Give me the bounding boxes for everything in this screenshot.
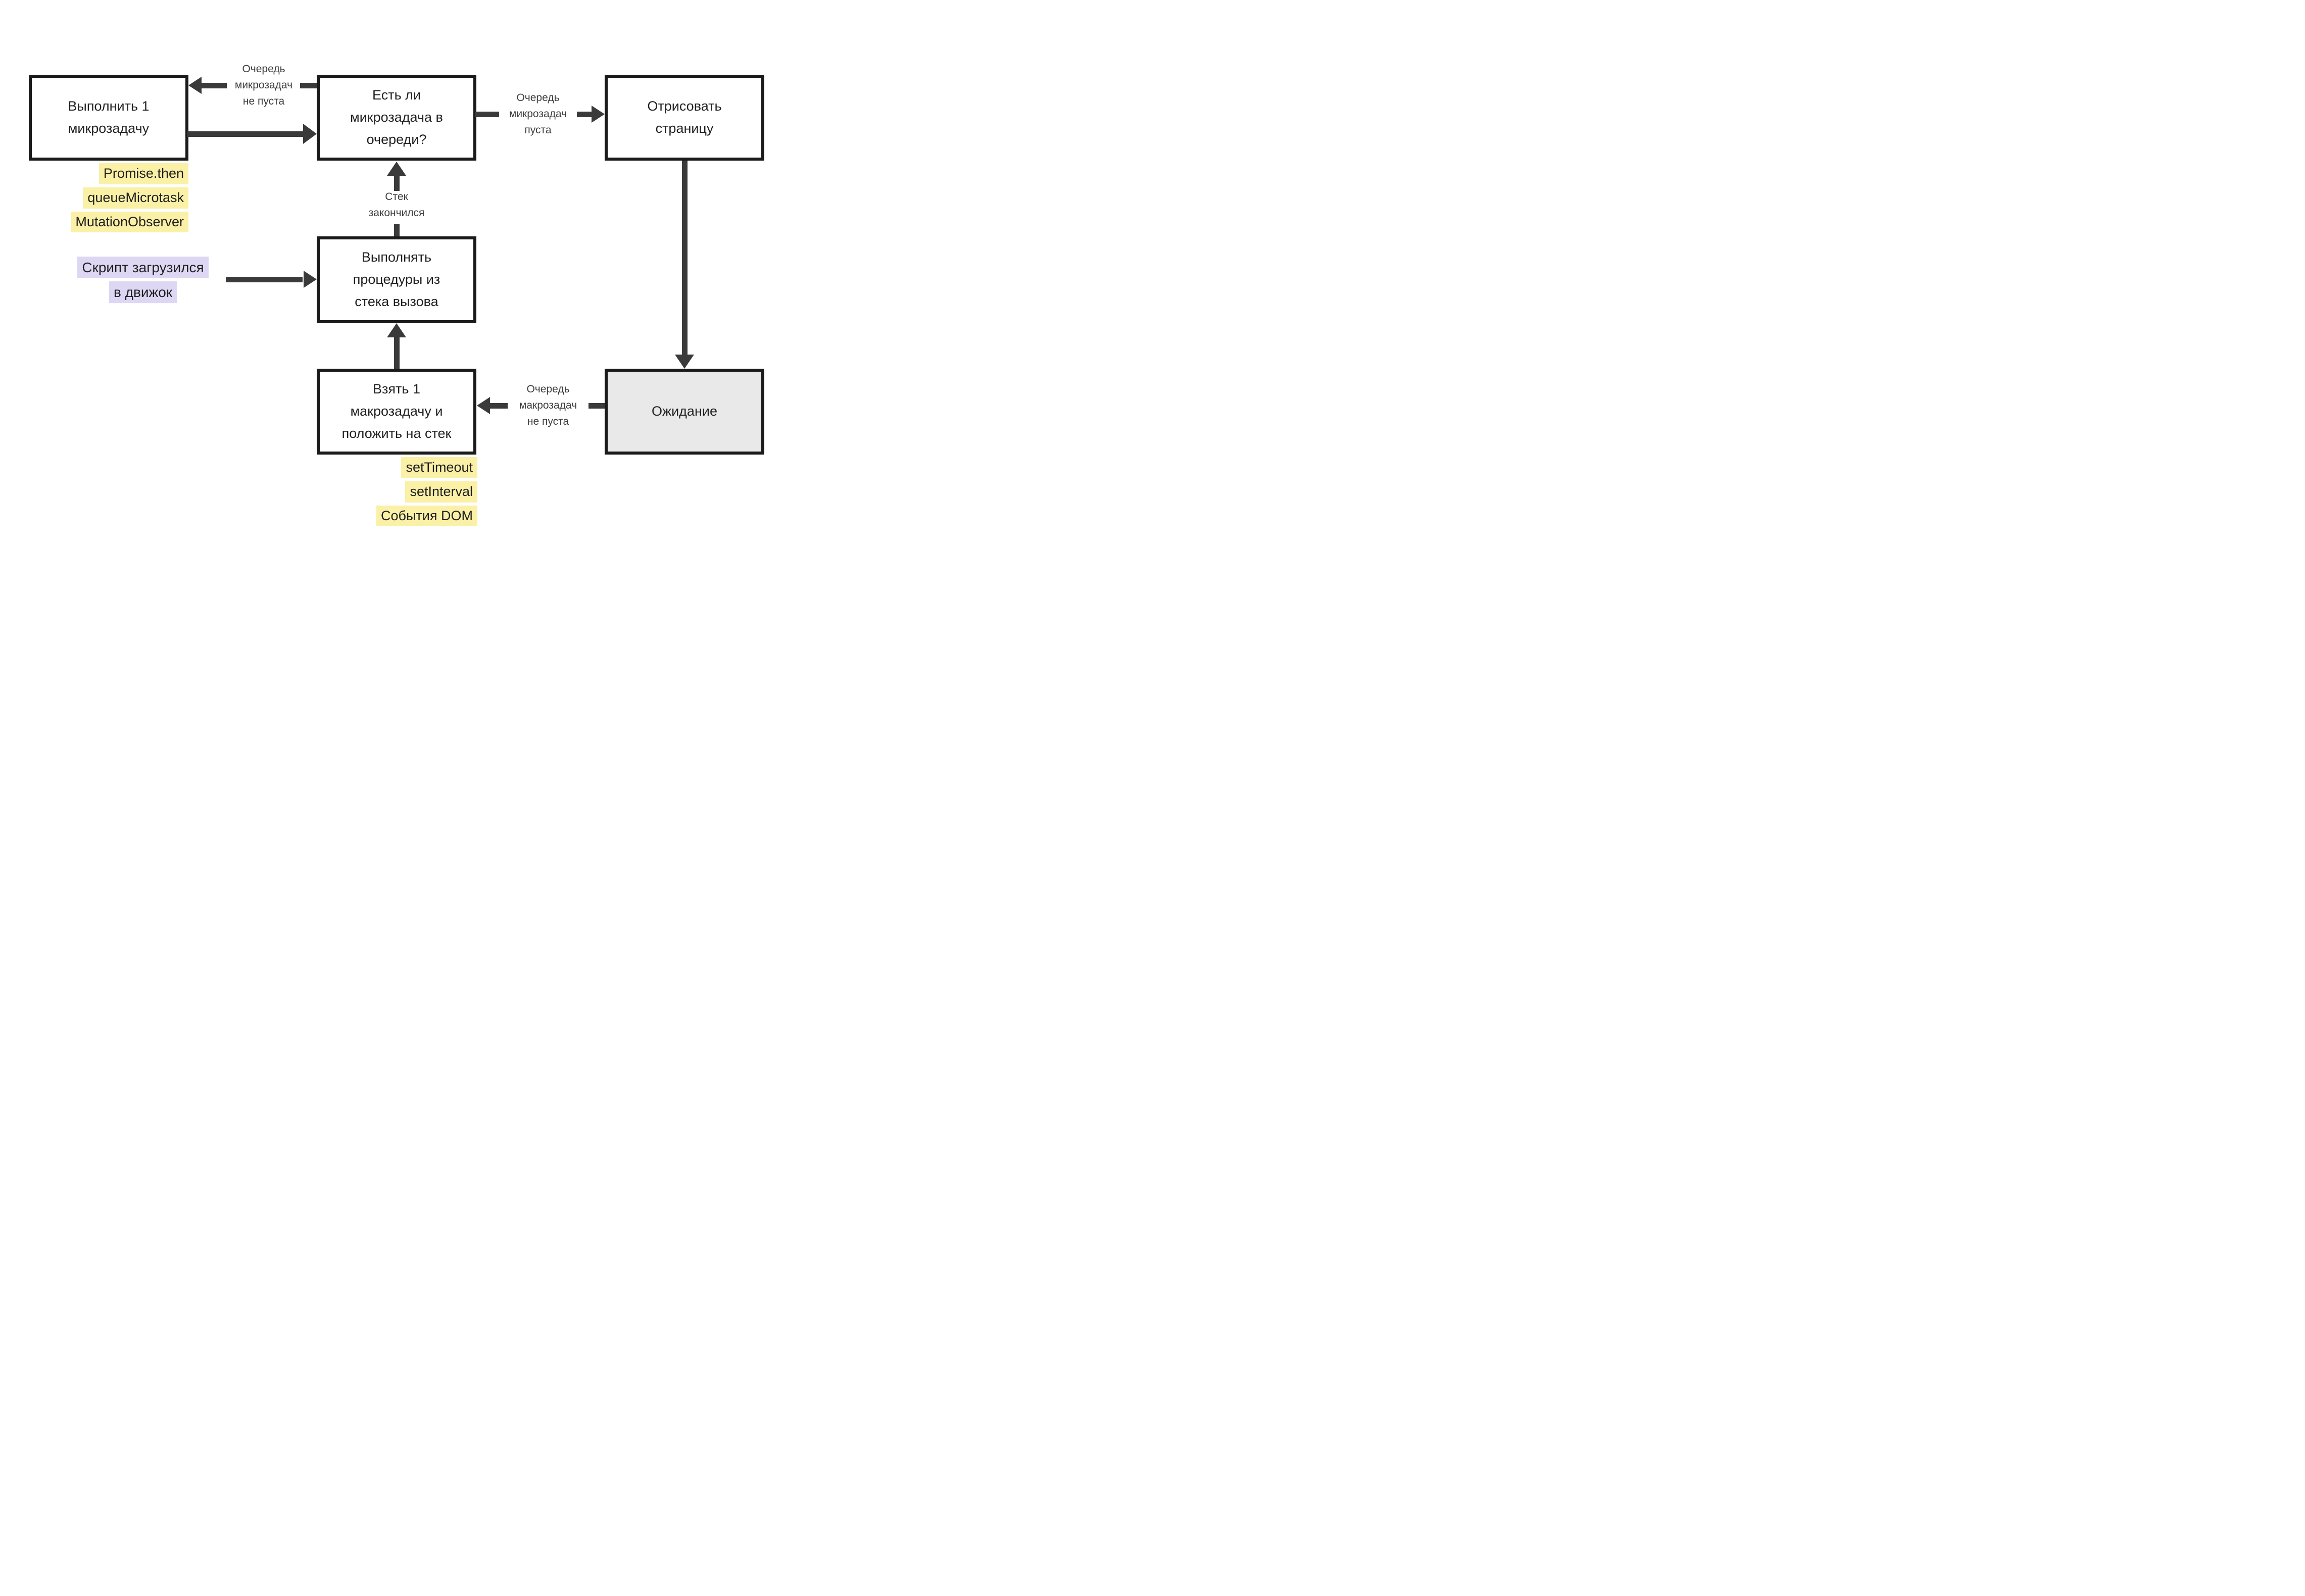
event-loop-flowchart: Выполнить 1 микрозадачу Есть ли микрозад… (0, 0, 778, 538)
node-line: Ожидание (652, 404, 717, 419)
arrow-waiting-to-macrotask-line (490, 403, 508, 409)
annotation-microtask-sources: Promise.then queueMicrotask MutationObse… (29, 162, 188, 234)
edge-label-line: Очередь (516, 92, 560, 104)
node-line: макрозадачу и (350, 404, 443, 419)
annotation-script-loaded: Скрипт загрузился в движок (62, 255, 224, 305)
edge-label-line: закончился (368, 207, 425, 219)
arrow-macrotask-to-stack-line (394, 336, 400, 369)
node-execute-microtask: Выполнить 1 микрозадачу (29, 75, 188, 161)
annotation-line: События DOM (376, 505, 477, 527)
arrow-question-to-render-line (577, 112, 592, 117)
node-line: стека вызова (355, 293, 438, 309)
node-render-page: Отрисовать страницу (605, 75, 764, 161)
node-line: Взять 1 (373, 381, 420, 397)
arrow-question-to-render-stub (475, 112, 499, 117)
arrow-waiting-to-macrotask-stub (588, 403, 605, 409)
annotation-line: queueMicrotask (83, 187, 188, 209)
node-line: микрозадачу (68, 121, 150, 136)
edge-label-line: не пуста (527, 415, 569, 427)
edge-label-line: Очередь (526, 383, 570, 395)
annotation-line: Скрипт загрузился (77, 257, 209, 278)
arrow-stack-to-question-line (394, 176, 400, 191)
node-waiting: Ожидание (605, 369, 764, 455)
node-line: Отрисовать (647, 98, 722, 114)
edge-label-stack-finished: Стек закончился (354, 189, 439, 221)
edge-label-microtask-queue-not-empty: Очередь микрозадач не пуста (218, 61, 309, 110)
node-has-microtask-question: Есть ли микрозадача в очереди? (317, 75, 476, 161)
edge-label-line: макрозадач (519, 399, 577, 411)
arrow-stack-to-question-stub (394, 224, 400, 236)
annotation-line: setInterval (405, 481, 477, 503)
node-line: страницу (655, 121, 714, 136)
annotation-line: Promise.then (99, 163, 188, 184)
arrow-render-to-waiting-head (675, 355, 694, 369)
edge-label-line: не пуста (242, 95, 285, 107)
node-line: положить на стек (341, 425, 452, 441)
edge-label-microtask-queue-empty: Очередь микрозадач пуста (491, 90, 585, 138)
edge-label-macrotask-queue-not-empty: Очередь макрозадач не пуста (501, 381, 595, 430)
annotation-line: в движок (109, 281, 177, 303)
arrow-execute-to-question-head (303, 124, 317, 144)
node-run-call-stack: Выполнять процедуры из стека вызова (317, 236, 476, 323)
arrow-render-to-waiting-line (682, 161, 688, 355)
arrow-waiting-to-macrotask-head (477, 397, 490, 414)
node-line: микрозадача в (350, 110, 443, 125)
arrow-to-execute-microtask-stub (300, 83, 317, 88)
arrow-execute-to-question-line (187, 131, 305, 137)
arrow-stack-to-question-head (387, 162, 406, 176)
arrow-script-to-stack-head (304, 271, 317, 288)
annotation-line: setTimeout (401, 457, 477, 478)
edge-label-line: микрозадач (234, 79, 293, 91)
edge-label-line: Стек (385, 191, 408, 203)
node-line: Выполнять (361, 250, 432, 265)
arrow-to-execute-microtask-line (201, 83, 227, 88)
node-line: процедуры из (353, 272, 440, 287)
edge-label-line: микрозадач (509, 108, 567, 120)
arrow-script-to-stack-line (226, 277, 303, 282)
node-line: очереди? (366, 131, 427, 147)
edge-label-line: пуста (524, 124, 552, 136)
node-line: Есть ли (372, 87, 421, 103)
annotation-macrotask-sources: setTimeout setInterval События DOM (317, 456, 477, 528)
node-take-macrotask: Взять 1 макрозадачу и положить на стек (317, 369, 476, 455)
arrow-question-to-render-head (592, 106, 605, 123)
arrow-to-execute-microtask-head (188, 77, 202, 94)
node-line: Выполнить 1 (68, 98, 150, 114)
arrow-macrotask-to-stack-head (387, 323, 406, 337)
edge-label-line: Очередь (242, 63, 285, 75)
annotation-line: MutationObserver (71, 211, 188, 233)
